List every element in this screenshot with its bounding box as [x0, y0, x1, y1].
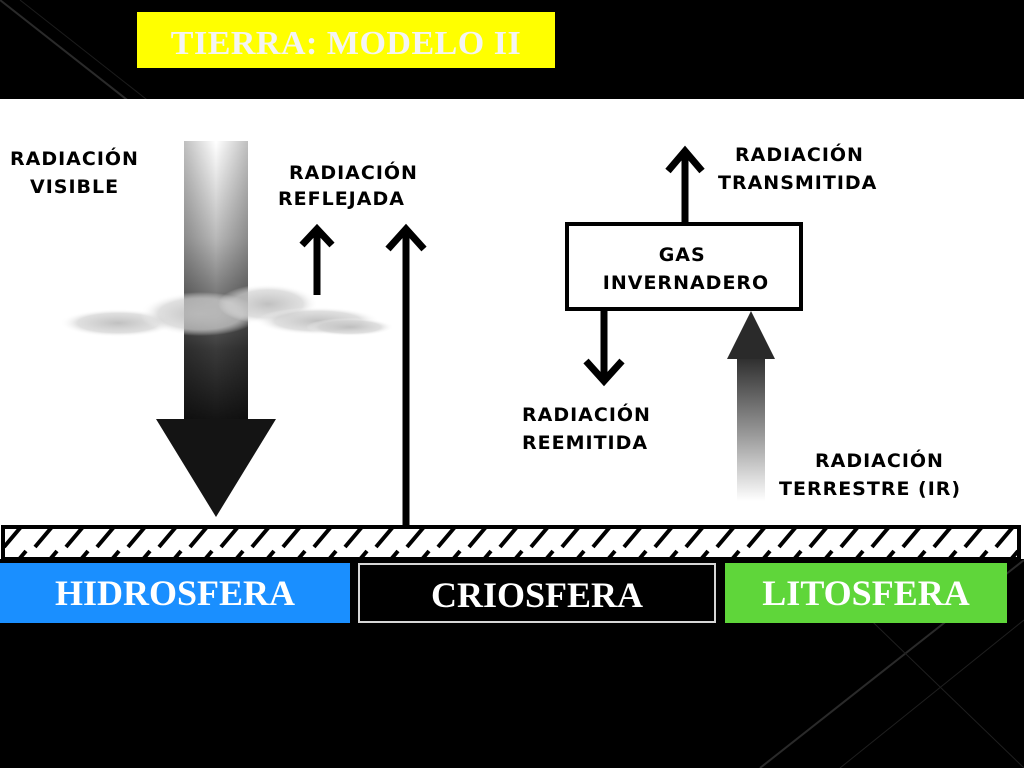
page-title: TIERRA: MODELO II [170, 25, 522, 62]
ground-strip [1, 525, 1021, 559]
label-radiacion-visible: RADIACIÓN VISIBLE [10, 146, 147, 198]
label-radiacion-terrestre: RADIACIÓN TERRESTRE (IR) [779, 448, 961, 500]
label-radiacion-transmitida: RADIACIÓN TRANSMITIDA [718, 142, 877, 194]
hidrosfera-label: HIDROSFERA [54, 573, 296, 613]
hidrosfera-box: HIDROSFERA [0, 563, 350, 623]
radiation-diagram: RADIACIÓN VISIBLE RADIACIÓN REFLEJADA RA… [1, 141, 1021, 559]
litosfera-box: LITOSFERA [725, 563, 1007, 623]
terrestrial-radiation-arrow [727, 311, 775, 501]
reemitted-radiation-arrow [583, 311, 625, 387]
criosfera-label: CRIOSFERA [430, 575, 644, 615]
label-radiacion-reemitida: RADIACIÓN REEMITIDA [522, 402, 659, 454]
reflected-radiation-short-arrow [299, 223, 335, 295]
diagram-panel: RADIACIÓN VISIBLE RADIACIÓN REFLEJADA RA… [0, 99, 1024, 559]
visible-radiation-arrow [156, 141, 276, 517]
greenhouse-gas-box [565, 222, 803, 311]
reflected-radiation-long-arrow [385, 223, 427, 529]
label-radiacion-reflejada: RADIACIÓN REFLEJADA [278, 160, 426, 210]
cloud-icon [60, 284, 394, 337]
label-gas-invernadero: GAS INVERNADERO [603, 244, 769, 294]
criosfera-box: CRIOSFERA [358, 563, 716, 623]
title-banner: TIERRA: MODELO II [137, 12, 555, 68]
litosfera-label: LITOSFERA [762, 573, 970, 613]
transmitted-radiation-arrow [665, 145, 705, 222]
